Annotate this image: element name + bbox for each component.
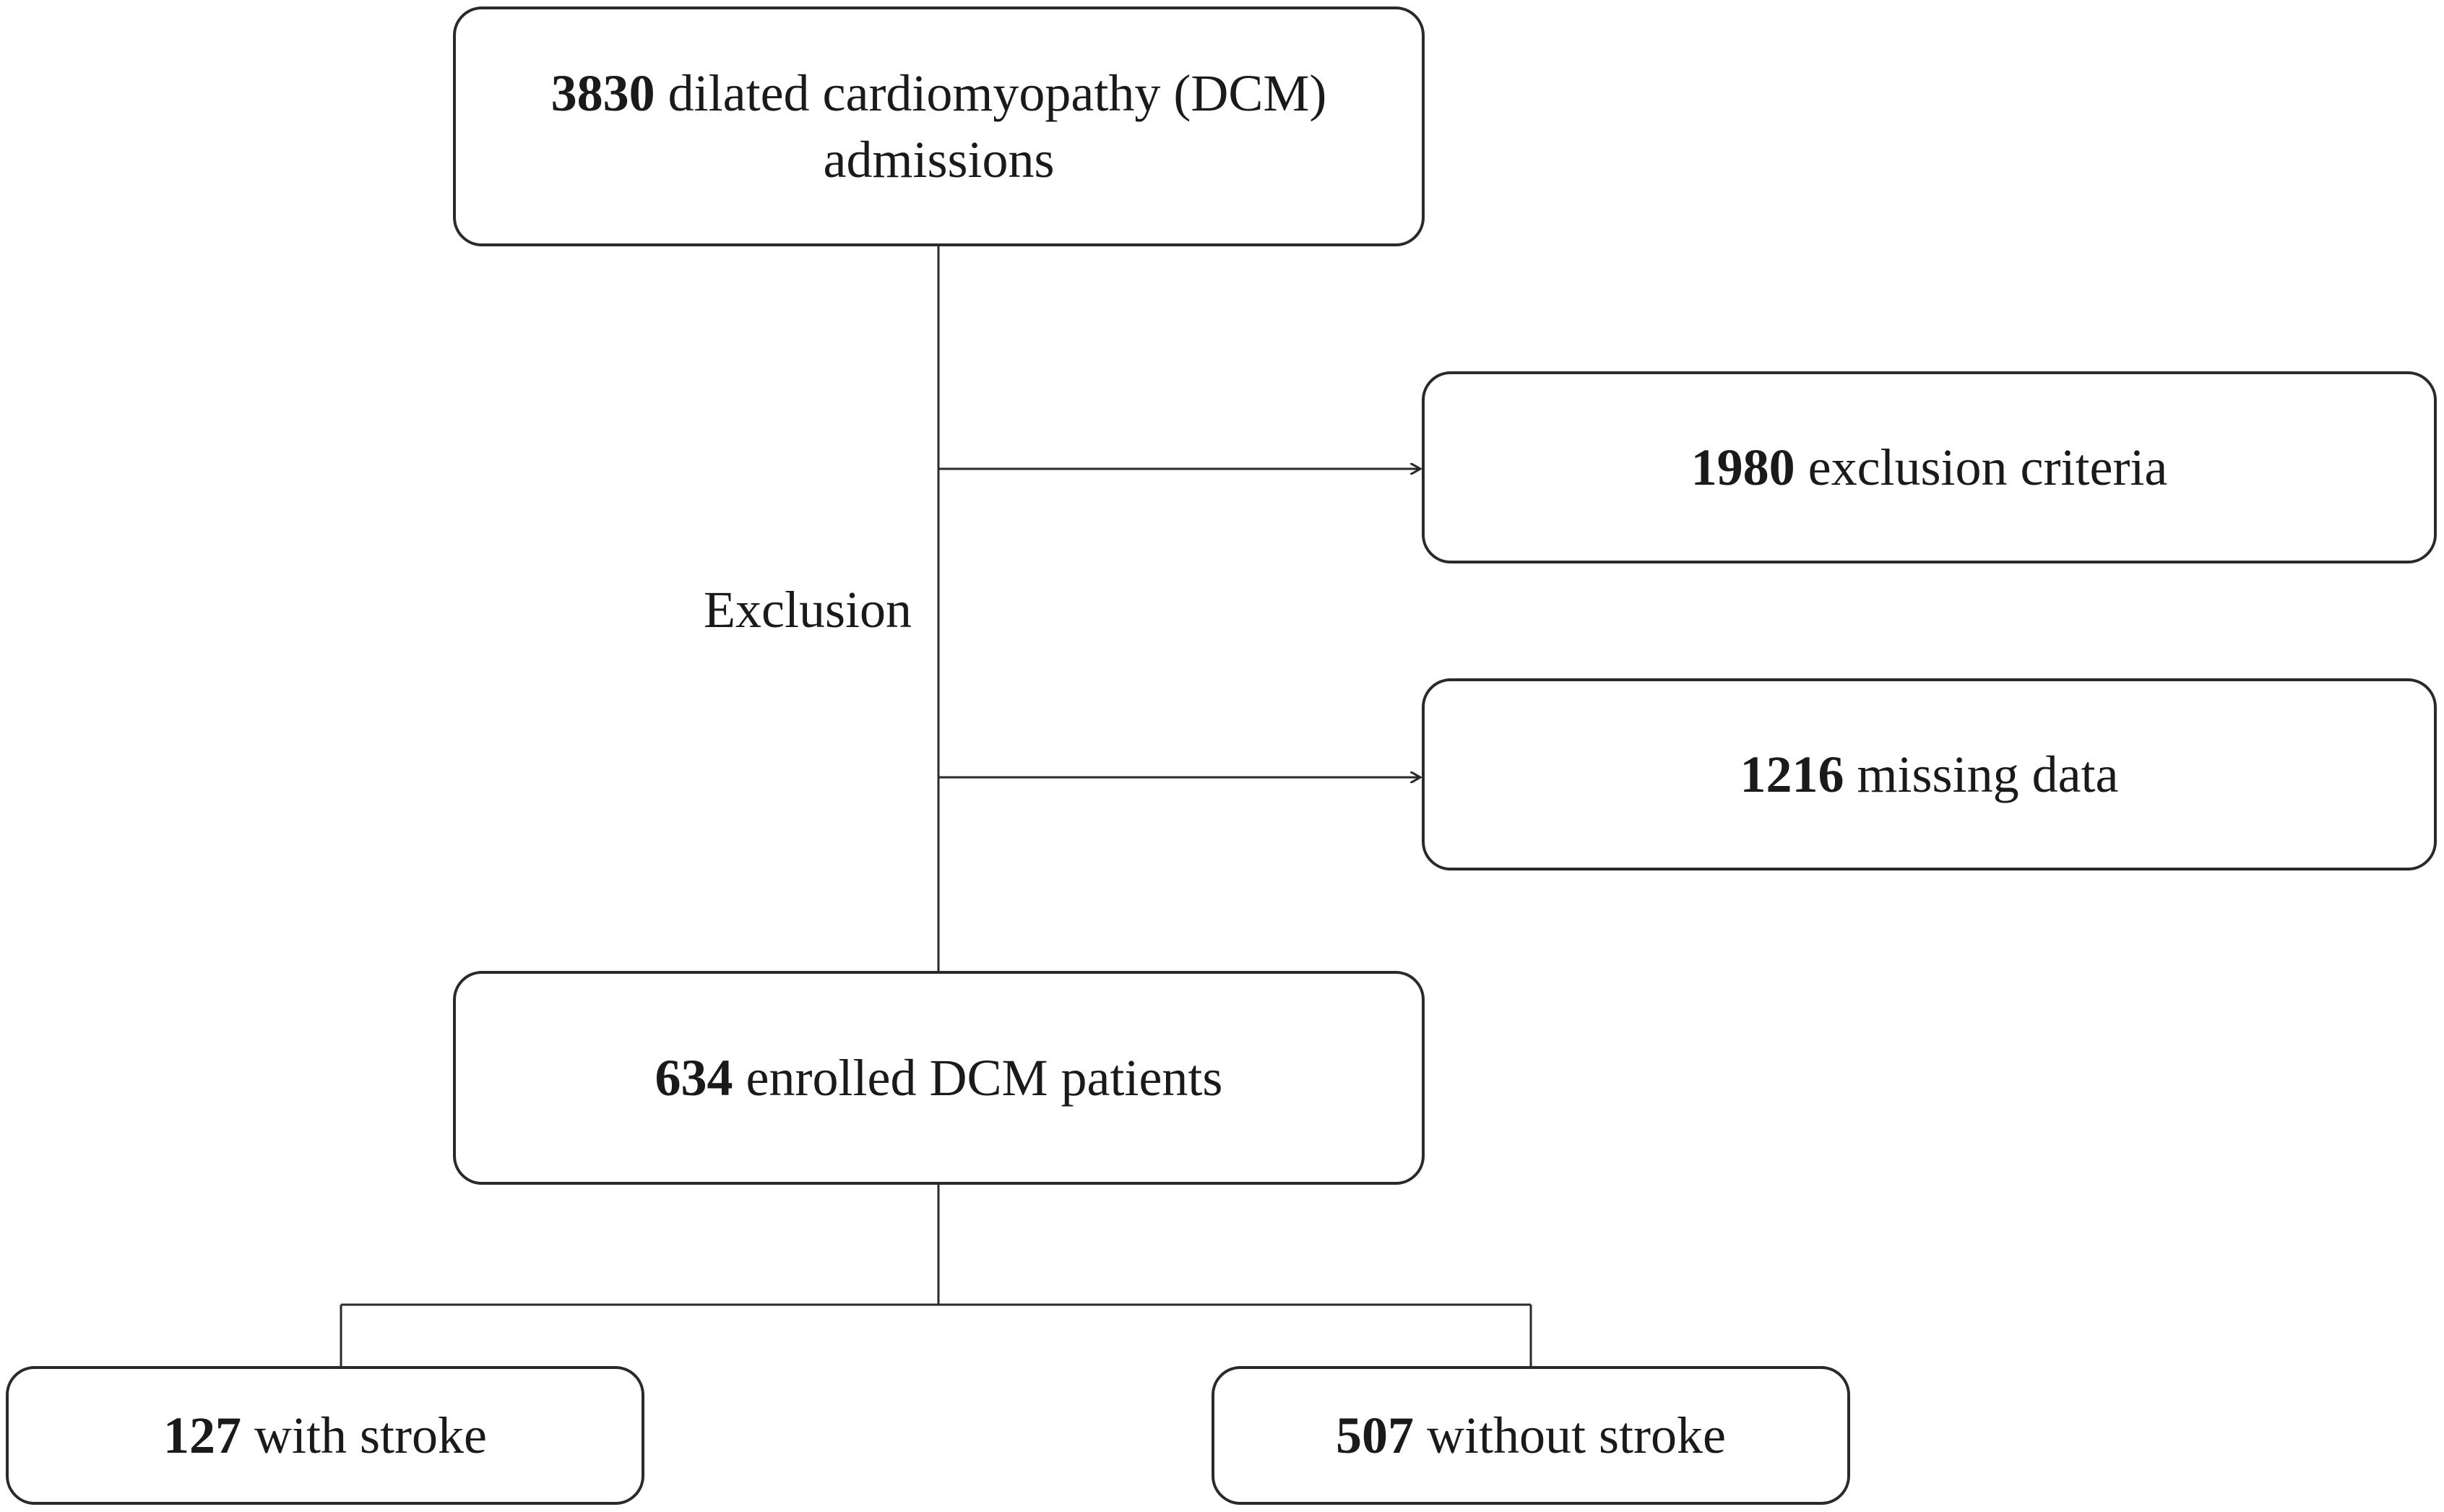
without-stroke-count: 507 — [1336, 1406, 1415, 1464]
enrolled-patients-label: enrolled DCM patients — [746, 1048, 1223, 1107]
with-stroke-box: 127 with stroke — [6, 1366, 644, 1505]
with-stroke-text: 127 with stroke — [163, 1402, 487, 1469]
exclusion-label: Exclusion — [704, 581, 912, 639]
exclusion-criteria-text: 1980 exclusion criteria — [1691, 434, 2168, 501]
exclusion-criteria-box: 1980 exclusion criteria — [1422, 371, 2437, 563]
missing-data-box: 1216 missing data — [1422, 678, 2437, 871]
without-stroke-box: 507 without stroke — [1212, 1366, 1850, 1505]
enrolled-patients-box: 634 enrolled DCM patients — [453, 971, 1425, 1185]
enrolled-patients-count: 634 — [655, 1048, 733, 1107]
dcm-admissions-label: dilated cardiomyopathy (DCM) — [668, 64, 1327, 122]
enrolled-patients-text: 634 enrolled DCM patients — [655, 1045, 1223, 1111]
with-stroke-count: 127 — [163, 1406, 242, 1464]
dcm-admissions-count: 3830 — [550, 64, 655, 122]
dcm-admissions-text: 3830 dilated cardiomyopathy (DCM) admiss… — [551, 60, 1327, 193]
missing-data-label: missing data — [1857, 745, 2119, 803]
missing-data-count: 1216 — [1740, 745, 1844, 803]
without-stroke-label: without stroke — [1427, 1406, 1726, 1464]
dcm-admissions-label-line2: admissions — [823, 131, 1055, 189]
exclusion-criteria-label: exclusion criteria — [1808, 438, 2168, 496]
dcm-admissions-box: 3830 dilated cardiomyopathy (DCM) admiss… — [453, 7, 1425, 246]
missing-data-text: 1216 missing data — [1740, 741, 2119, 808]
exclusion-criteria-count: 1980 — [1690, 438, 1795, 496]
without-stroke-text: 507 without stroke — [1336, 1402, 1726, 1469]
with-stroke-label: with stroke — [254, 1406, 487, 1464]
